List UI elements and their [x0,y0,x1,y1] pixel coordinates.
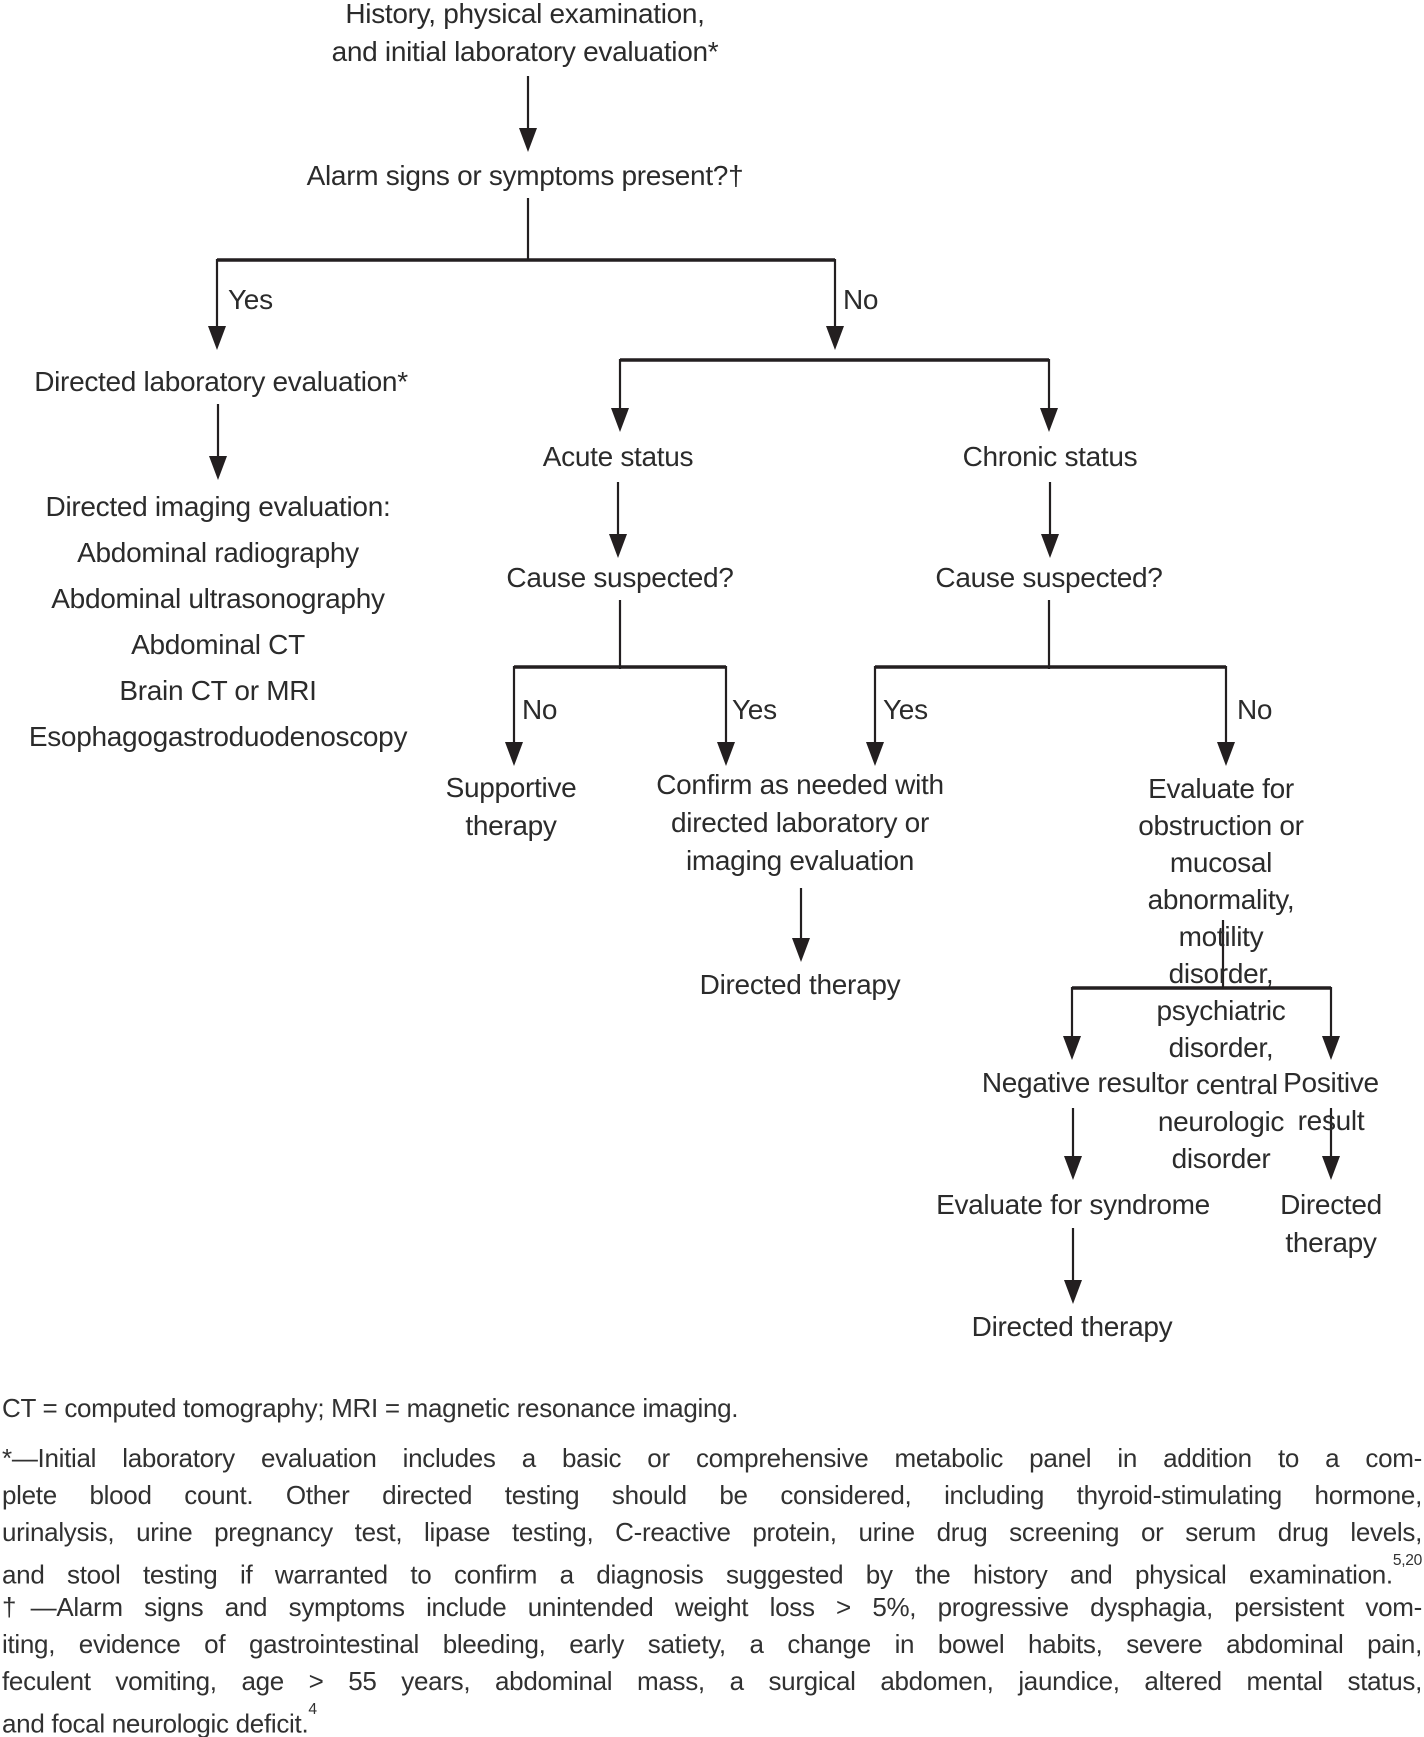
arrowhead-negative-syndrome-icon [1064,1156,1082,1180]
arrowhead-yes1-icon [208,326,226,350]
node-cause-suspected-chronic: Cause suspected? [935,562,1163,593]
footnote-dagger-line-4: and focal neurologic deficit.4 [2,1700,1422,1737]
node-evaluate-obstruction: Evaluate for obstruction or mucosal abno… [1138,773,1304,1174]
node-directed-therapy-mid: Directed therapy [699,969,901,1000]
node-negative-result: Negative result [981,1067,1165,1098]
node-alarm-question: Alarm signs or symptoms present?† [306,160,744,191]
arrowhead-acute-yes-icon [717,742,735,766]
branch-label-alarm-no: No [843,284,879,315]
footnote-asterisk-line-4-text: and stool testing if warranted to confir… [2,1559,1393,1590]
arrowhead-positive-directed-icon [1322,1156,1340,1180]
node-directed-therapy-bottom: Directed therapy [971,1311,1173,1342]
arrowhead-syndrome-directed-icon [1064,1280,1082,1304]
node-directed-imaging-evaluation-list: Directed imaging evaluation: Abdominal r… [28,491,408,752]
arrowhead-chronic-cause-icon [1041,534,1059,558]
arrowhead-negative-icon [1063,1036,1081,1060]
footnote-dagger: †—Alarm signs and symptoms include unint… [2,1589,1422,1737]
arrowhead-confirm-directed-icon [792,938,810,962]
footnote-dagger-line-3: feculent vomiting, age > 55 years, abdom… [2,1666,1422,1696]
branch-label-acute-no: No [522,694,558,725]
arrowhead-chronic-yes-icon [866,742,884,766]
branch-label-acute-yes: Yes [732,694,777,725]
footnote-dagger-line-1: †—Alarm signs and symptoms include unint… [2,1592,1422,1622]
arrowhead-no1-icon [826,326,844,350]
footnote-asterisk-line-2: plete blood count. Other directed testin… [2,1480,1422,1510]
footnote-dagger-line-2: iting, evidence of gastrointestinal blee… [2,1629,1422,1659]
node-cause-suspected-acute: Cause suspected? [506,562,734,593]
node-acute-status: Acute status [542,441,694,472]
arrowhead-history-alarm-icon [519,128,537,152]
node-directed-therapy-right: Directed therapy [1280,1189,1382,1258]
branch-label-chronic-yes: Yes [883,694,928,725]
footnote-dagger-line-4-text: and focal neurologic deficit. [2,1708,309,1737]
node-history: History, physical examination, and initi… [331,0,719,67]
node-chronic-status: Chronic status [962,441,1138,472]
arrowhead-acute-no-icon [505,742,523,766]
abbreviation-key: CT = computed tomography; MRI = magnetic… [2,1393,739,1423]
footnote-dagger-citation: 4 [308,1701,317,1719]
node-directed-laboratory-evaluation: Directed laboratory evaluation* [34,366,408,397]
arrowhead-chronic-no-icon [1217,742,1235,766]
node-supportive-therapy: Supportive therapy [445,772,577,841]
footnote-asterisk-line-3: urinalysis, urine pregnancy test, lipase… [2,1517,1422,1547]
arrowhead-positive-icon [1322,1036,1340,1060]
arrowhead-acute-status-icon [611,408,629,432]
arrowhead-acute-cause-icon [609,534,627,558]
branch-label-alarm-yes: Yes [228,284,273,315]
branch-label-chronic-no: No [1237,694,1273,725]
footnote-asterisk-line-1: *—Initial laboratory evaluation includes… [2,1443,1422,1473]
footnote-asterisk-line-4: and stool testing if warranted to confir… [2,1551,1422,1594]
arrowhead-lab-imaging-icon [209,456,227,480]
arrowhead-chronic-status-icon [1040,408,1058,432]
node-confirm-as-needed: Confirm as needed with directed laborato… [656,769,944,876]
footnote-asterisk-citation: 5,20 [1392,1552,1422,1570]
node-evaluate-for-syndrome: Evaluate for syndrome [936,1189,1210,1220]
footnote-asterisk: *—Initial laboratory evaluation includes… [2,1440,1422,1594]
node-positive-result: Positive result [1283,1067,1379,1136]
